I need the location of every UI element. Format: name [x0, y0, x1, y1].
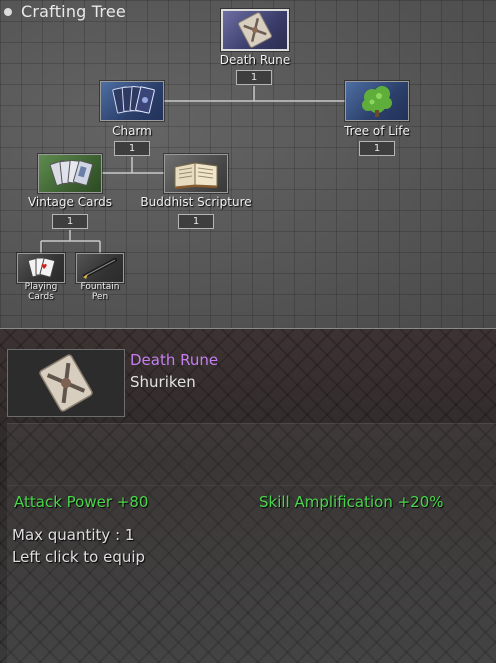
max-quantity-text: Max quantity : 1	[12, 526, 135, 544]
item-detail-icon	[7, 349, 125, 417]
equip-hint-text: Left click to equip	[12, 548, 146, 566]
item-stats-box: Attack Power +80 Skill Amplification +20…	[7, 485, 496, 663]
crafting-tree-panel: Crafting Tree Death Rune 1	[0, 0, 496, 329]
item-details-panel: Death Rune Shuriken Attack Power +80 Ski…	[0, 329, 496, 663]
crafting-tree-header: Crafting Tree	[4, 2, 126, 21]
tree-qty-vintage-cards: 1	[52, 214, 88, 229]
tree-qty-charm: 1	[114, 141, 150, 156]
tree-connectors	[40, 86, 345, 253]
item-name: Death Rune	[130, 351, 219, 369]
bullet-icon	[4, 7, 12, 16]
buddhist-scripture-icon	[174, 162, 218, 189]
tree-node-tree-of-life[interactable]	[345, 81, 409, 121]
tree-of-life-icon	[362, 86, 392, 117]
tree-qty-buddhist-scripture: 1	[178, 214, 214, 229]
item-type: Shuriken	[130, 373, 196, 391]
vintage-cards-icon	[49, 159, 94, 186]
tree-label-buddhist-scripture: Buddhist Scripture	[140, 195, 252, 209]
tree-node-death-rune[interactable]	[221, 9, 289, 51]
stat-attack-power: Attack Power +80	[14, 493, 149, 511]
item-description-box	[7, 423, 496, 486]
fountain-pen-icon	[83, 258, 117, 279]
tree-node-vintage-cards[interactable]	[38, 154, 102, 193]
playing-cards-icon: ♥	[27, 257, 56, 278]
tree-qty-tree-of-life: 1	[359, 141, 395, 156]
tree-label-fountain-pen: Fountain Pen	[80, 282, 120, 302]
tree-node-buddhist-scripture[interactable]	[164, 154, 228, 193]
tree-node-charm[interactable]	[100, 81, 164, 121]
tree-label-charm: Charm	[112, 124, 152, 138]
death-rune-icon	[238, 12, 272, 48]
svg-text:♥: ♥	[41, 263, 47, 271]
charm-icon	[112, 86, 155, 114]
tree-label-death-rune: Death Rune	[219, 53, 291, 67]
tree-label-vintage-cards: Vintage Cards	[27, 195, 113, 209]
crafting-tree-title: Crafting Tree	[21, 2, 126, 21]
stat-skill-amplification: Skill Amplification +20%	[259, 493, 444, 511]
tree-label-playing-cards: Playing Cards	[24, 282, 58, 302]
death-rune-icon	[39, 354, 93, 412]
tree-qty-death-rune: 1	[236, 70, 272, 85]
tree-node-playing-cards[interactable]: ♥	[17, 253, 65, 283]
tree-node-fountain-pen[interactable]	[76, 253, 124, 283]
tree-label-tree-of-life: Tree of Life	[344, 124, 410, 138]
